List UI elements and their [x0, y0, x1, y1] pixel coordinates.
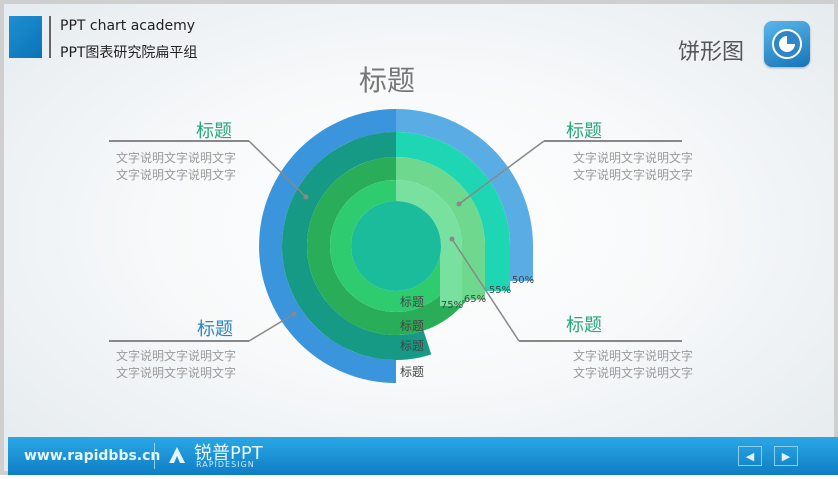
- callout-title-1: 标题: [196, 121, 232, 142]
- footer-bar: www.rapidbbs.cn 锐普PPT RAPIDESIGN ◀ ▶: [8, 437, 838, 475]
- chart-canvas: 标题 标题文字说明文字说明文字文字说明文字说明文字标题文字说明文字说明文字文字说…: [109, 64, 693, 383]
- ring-remainder-4: [396, 180, 462, 246]
- callout-text-4-b: 文字说明文字说明文字: [573, 365, 693, 380]
- callout-text-2-a: 文字说明文字说明文字: [573, 150, 693, 165]
- callout-title-4: 标题: [566, 315, 602, 336]
- ring-remainder-step-1: [509, 246, 533, 281]
- callout-dot-1: [303, 194, 309, 200]
- series-name-label-2: 标题: [400, 319, 424, 333]
- ring-remainder-step-4: [440, 246, 462, 306]
- callout-dot-2: [456, 201, 462, 207]
- pie-chart-icon: [764, 21, 810, 67]
- callout-text-3-a: 文字说明文字说明文字: [116, 348, 236, 363]
- value-label-2: 55%: [489, 285, 511, 296]
- callout-text-3-b: 文字说明文字说明文字: [116, 365, 236, 380]
- value-label-3: 65%: [464, 294, 486, 305]
- ring-value-2: [281, 132, 432, 361]
- header-accent-square: [9, 16, 42, 58]
- callout-leader-3: [248, 313, 295, 342]
- footer-brand-sub: RAPIDESIGN: [196, 460, 255, 469]
- value-label-1: 50%: [512, 275, 534, 286]
- center-disc: [351, 201, 441, 291]
- next-slide-button[interactable]: ▶: [774, 446, 798, 466]
- ring-remainder-step-2: [484, 246, 510, 291]
- previous-slide-button[interactable]: ◀: [738, 446, 762, 466]
- footer-brand: 锐普PPT: [194, 443, 263, 464]
- callout-dot-4: [449, 236, 455, 242]
- callout-leader-4: [451, 238, 520, 342]
- ring-value-4: [330, 180, 462, 312]
- ring-remainder-step-3: [461, 246, 485, 300]
- chart-title: 标题: [359, 64, 415, 97]
- header-line-1: PPT chart academy: [60, 18, 196, 34]
- brand-logo-icon: [169, 447, 185, 463]
- series-name-label-3: 标题: [400, 339, 424, 353]
- ring-remainder-1: [396, 109, 533, 246]
- callout-text-1-a: 文字说明文字说明文字: [116, 150, 236, 165]
- header-divider: [49, 16, 51, 58]
- ring-remainder-2: [396, 132, 510, 246]
- ring-remainder-3: [396, 157, 485, 246]
- value-label-4: 75%: [441, 300, 463, 311]
- series-name-label-1: 标题: [400, 295, 424, 309]
- callout-leader-1: [248, 140, 307, 198]
- ring-value-3: [306, 157, 469, 335]
- callout-text-2-b: 文字说明文字说明文字: [573, 167, 693, 182]
- callout-text-1-b: 文字说明文字说明文字: [116, 167, 236, 182]
- callout-title-2: 标题: [566, 121, 602, 142]
- series-name-label-4: 标题: [400, 365, 424, 379]
- footer-site-link[interactable]: www.rapidbbs.cn: [24, 448, 161, 464]
- callout-title-3: 标题: [197, 319, 233, 340]
- callout-dot-3: [291, 311, 297, 317]
- header-line-2: PPT图表研究院扁平组: [60, 45, 198, 61]
- footer-divider: [154, 443, 155, 469]
- callout-leader-2: [458, 140, 545, 205]
- chart-type-label: 饼形图: [677, 40, 744, 65]
- callout-text-4-a: 文字说明文字说明文字: [573, 348, 693, 363]
